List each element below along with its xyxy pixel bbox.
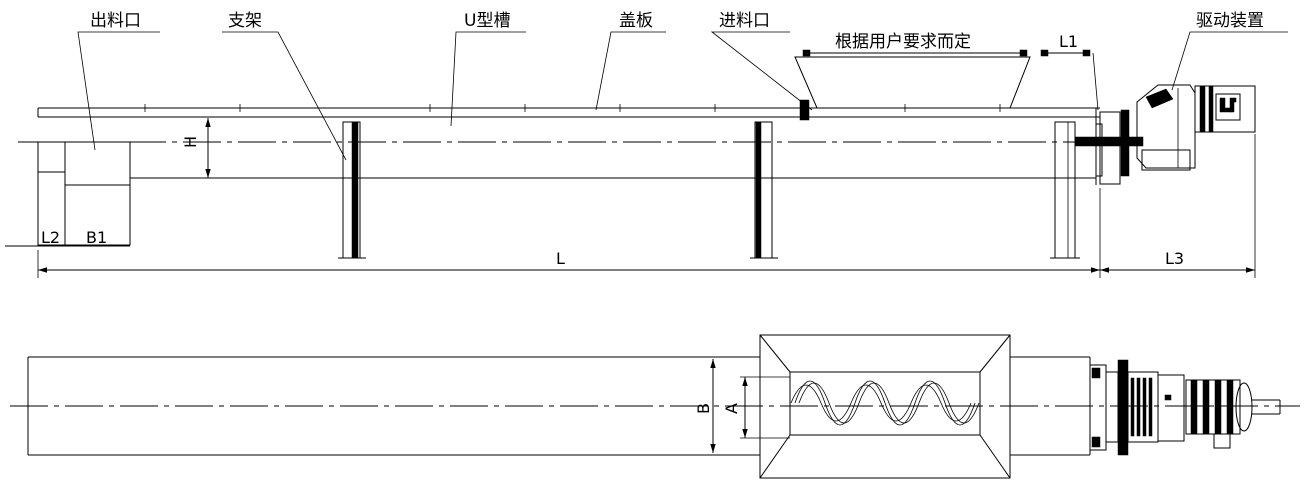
support-leg-plate (755, 121, 762, 259)
inlet-box-outer (759, 334, 1011, 479)
coupling-stripe (1136, 377, 1141, 437)
support-leader (222, 31, 347, 161)
dim-user-defined (802, 49, 1028, 57)
dim-tick-block (1040, 49, 1049, 57)
inlet-label: 进料口 (719, 11, 770, 31)
outlet-leader (77, 31, 160, 151)
dim-label-a: A (722, 403, 741, 414)
user-defined-label: 根据用户要求而定 (835, 32, 971, 52)
inlet-box-diagonal (979, 334, 1011, 373)
plan-bearing (1105, 371, 1119, 443)
bearing-seat (1095, 123, 1103, 177)
cover-leader (595, 31, 666, 111)
dim-label-l: L (556, 249, 565, 268)
support-leg-plate (351, 121, 359, 259)
inlet-box-diagonal (979, 434, 1011, 479)
motor-band (1190, 379, 1198, 435)
motor-body (1194, 85, 1256, 133)
hopper-outline (794, 56, 1031, 109)
coupling-stripe (1148, 377, 1153, 437)
terminal-box (1215, 93, 1241, 121)
inlet-box-diagonal (759, 434, 791, 479)
drive-unit-plan (1089, 359, 1281, 456)
dim-label-b1: B1 (86, 228, 107, 247)
inlet-hopper (794, 56, 1031, 121)
plan-gearbox (1157, 374, 1185, 442)
drive-unit-elevation (1074, 84, 1256, 185)
motor-band (1226, 379, 1234, 435)
dim-label-h: H (181, 136, 200, 148)
discharge-outlet (5, 141, 131, 247)
elevation-view: L2 B1 H 根据用 (5, 11, 1288, 278)
support-label: 支架 (228, 11, 262, 31)
cover-label: 盖板 (619, 11, 653, 31)
motor-band (1208, 85, 1214, 133)
plan-flange-bolt (1091, 367, 1101, 379)
motor-band (1199, 85, 1206, 133)
drive-label: 驱动装置 (1196, 11, 1264, 31)
coupling-flange (1099, 111, 1121, 185)
motor-band (1214, 379, 1222, 435)
dim-extension-l1 (1092, 52, 1099, 111)
inlet-box-plan (759, 334, 1011, 479)
inlet-box-diagonal (759, 334, 791, 373)
coupling-stripe (1130, 377, 1135, 437)
helix-curve (798, 382, 980, 424)
inlet-leader (710, 31, 813, 111)
screw-helix (790, 380, 980, 426)
dim-l1 (1040, 49, 1099, 111)
drive-leader (1171, 31, 1288, 91)
coupling-stripe (1142, 377, 1147, 437)
outlet-frame (37, 141, 131, 246)
support-leg-3 (1050, 121, 1080, 259)
gearbox-base (1141, 149, 1191, 171)
terminal-symbol (1219, 97, 1232, 113)
inlet-flange (799, 99, 810, 121)
u-trough-leader (450, 31, 526, 127)
motor-band (1202, 379, 1210, 435)
outlet-label: 出料口 (90, 11, 141, 31)
motor-end-cap (1235, 382, 1253, 432)
gearbox-mark (1164, 394, 1172, 401)
dim-tick-block (1082, 49, 1091, 57)
helix-curve (790, 384, 972, 422)
dim-label-b: B (694, 403, 713, 414)
dim-label-l3: L3 (1165, 249, 1184, 268)
support-leg-2 (750, 121, 778, 259)
gearbox-detail (1145, 88, 1174, 109)
cover-plate (37, 104, 1100, 118)
drive-shaft-bar (1074, 136, 1144, 147)
dim-label-l2: L2 (41, 228, 60, 247)
terminal-symbol (1229, 97, 1237, 113)
plan-view: B A (10, 334, 1300, 479)
u-trough-label: U型槽 (464, 11, 510, 31)
plan-flange-plate (1117, 359, 1129, 456)
plan-flange-bolt (1091, 436, 1101, 448)
plan-terminal-box (1213, 433, 1231, 449)
dim-tick-block (802, 49, 811, 57)
helix-curve (794, 380, 976, 426)
dim-label-l1: L1 (1059, 32, 1078, 51)
flange-plate (1120, 109, 1130, 177)
dim-tick-block (1019, 49, 1028, 57)
support-leg-1 (338, 121, 366, 259)
plan-motor (1185, 379, 1241, 435)
inlet-box-inner (789, 371, 981, 436)
